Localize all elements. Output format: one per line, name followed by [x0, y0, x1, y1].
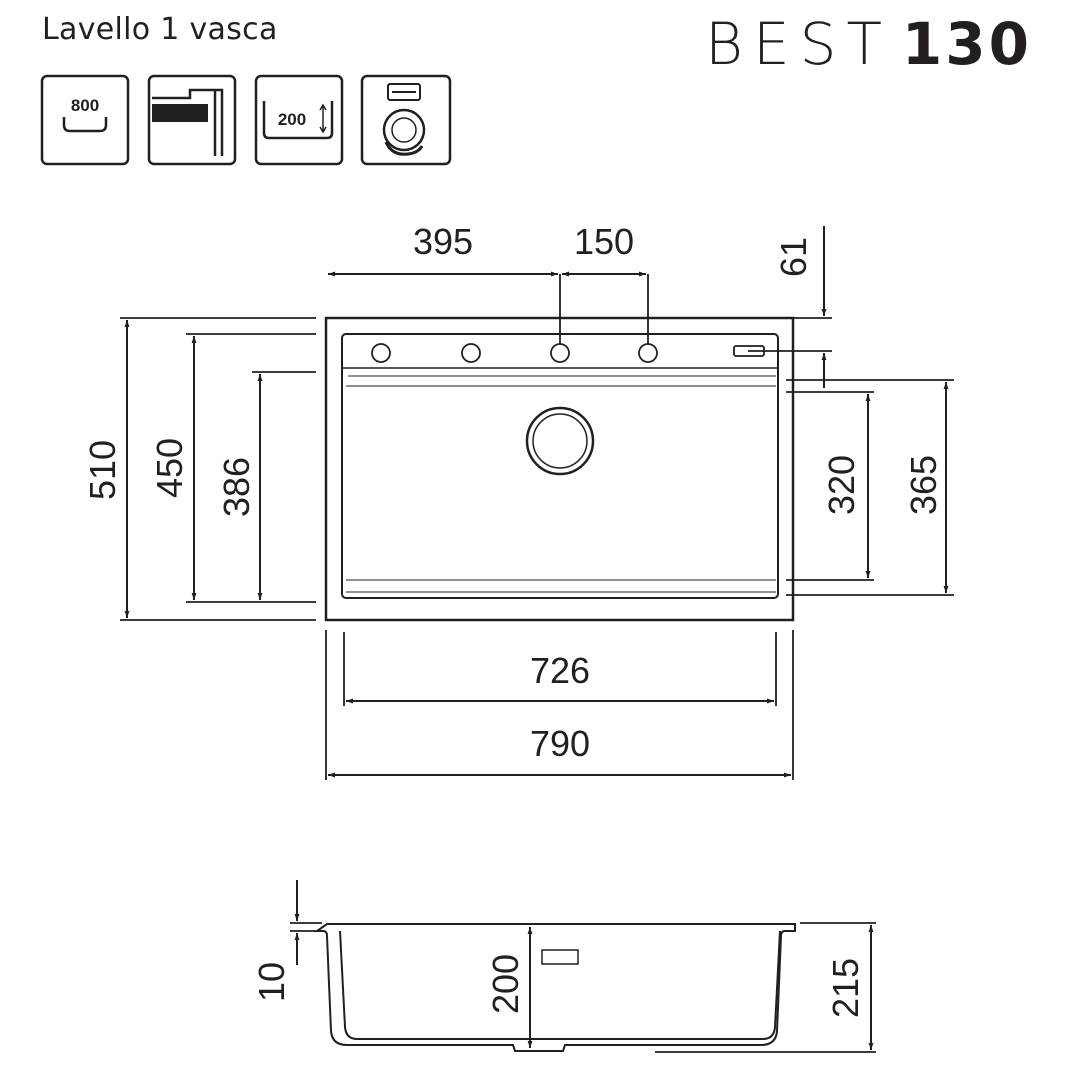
dim-overall-height: 215: [825, 958, 866, 1018]
drain-outlet: [525, 406, 595, 476]
dimension-arrows: [124, 226, 949, 778]
sink-side-section: [313, 923, 876, 1053]
dim-overall-width: 790: [530, 723, 590, 764]
dim-rim-thickness: 10: [251, 962, 292, 1002]
dim-overall-depth: 510: [82, 440, 123, 500]
side-extension-lines: [290, 922, 876, 932]
dim-bowl-inner-depth: 386: [216, 457, 257, 517]
drain-icon: [360, 74, 452, 166]
dim-tap-hole-offset: 395: [413, 221, 473, 262]
tap-holes: [371, 343, 658, 363]
side-dimension-arrows: [294, 880, 874, 1050]
bowl-depth-icon: 200: [254, 74, 344, 166]
dim-top-deck-depth: 61: [773, 237, 814, 277]
extension-lines: [120, 274, 954, 780]
dim-bowl-depth-outer-right: 365: [903, 455, 944, 515]
product-title-model: 130: [901, 10, 1032, 78]
sink-top-view: [324, 316, 795, 622]
dim-bowl-depth-right: 320: [821, 455, 862, 515]
cabinet-width-label: 800: [71, 96, 99, 115]
mounting-type-icon: [147, 74, 237, 166]
cabinet-width-icon: 800: [40, 74, 130, 166]
dim-bowl-outer-depth: 450: [149, 438, 190, 498]
dim-tap-hole-spacing: 150: [574, 221, 634, 262]
dim-bowl-height: 200: [485, 954, 526, 1014]
product-subtitle: Lavello 1 vasca: [42, 12, 278, 47]
product-title-light: BEST: [705, 10, 892, 78]
dim-bowl-width: 726: [530, 650, 590, 691]
bowl-depth-label: 200: [278, 110, 306, 129]
